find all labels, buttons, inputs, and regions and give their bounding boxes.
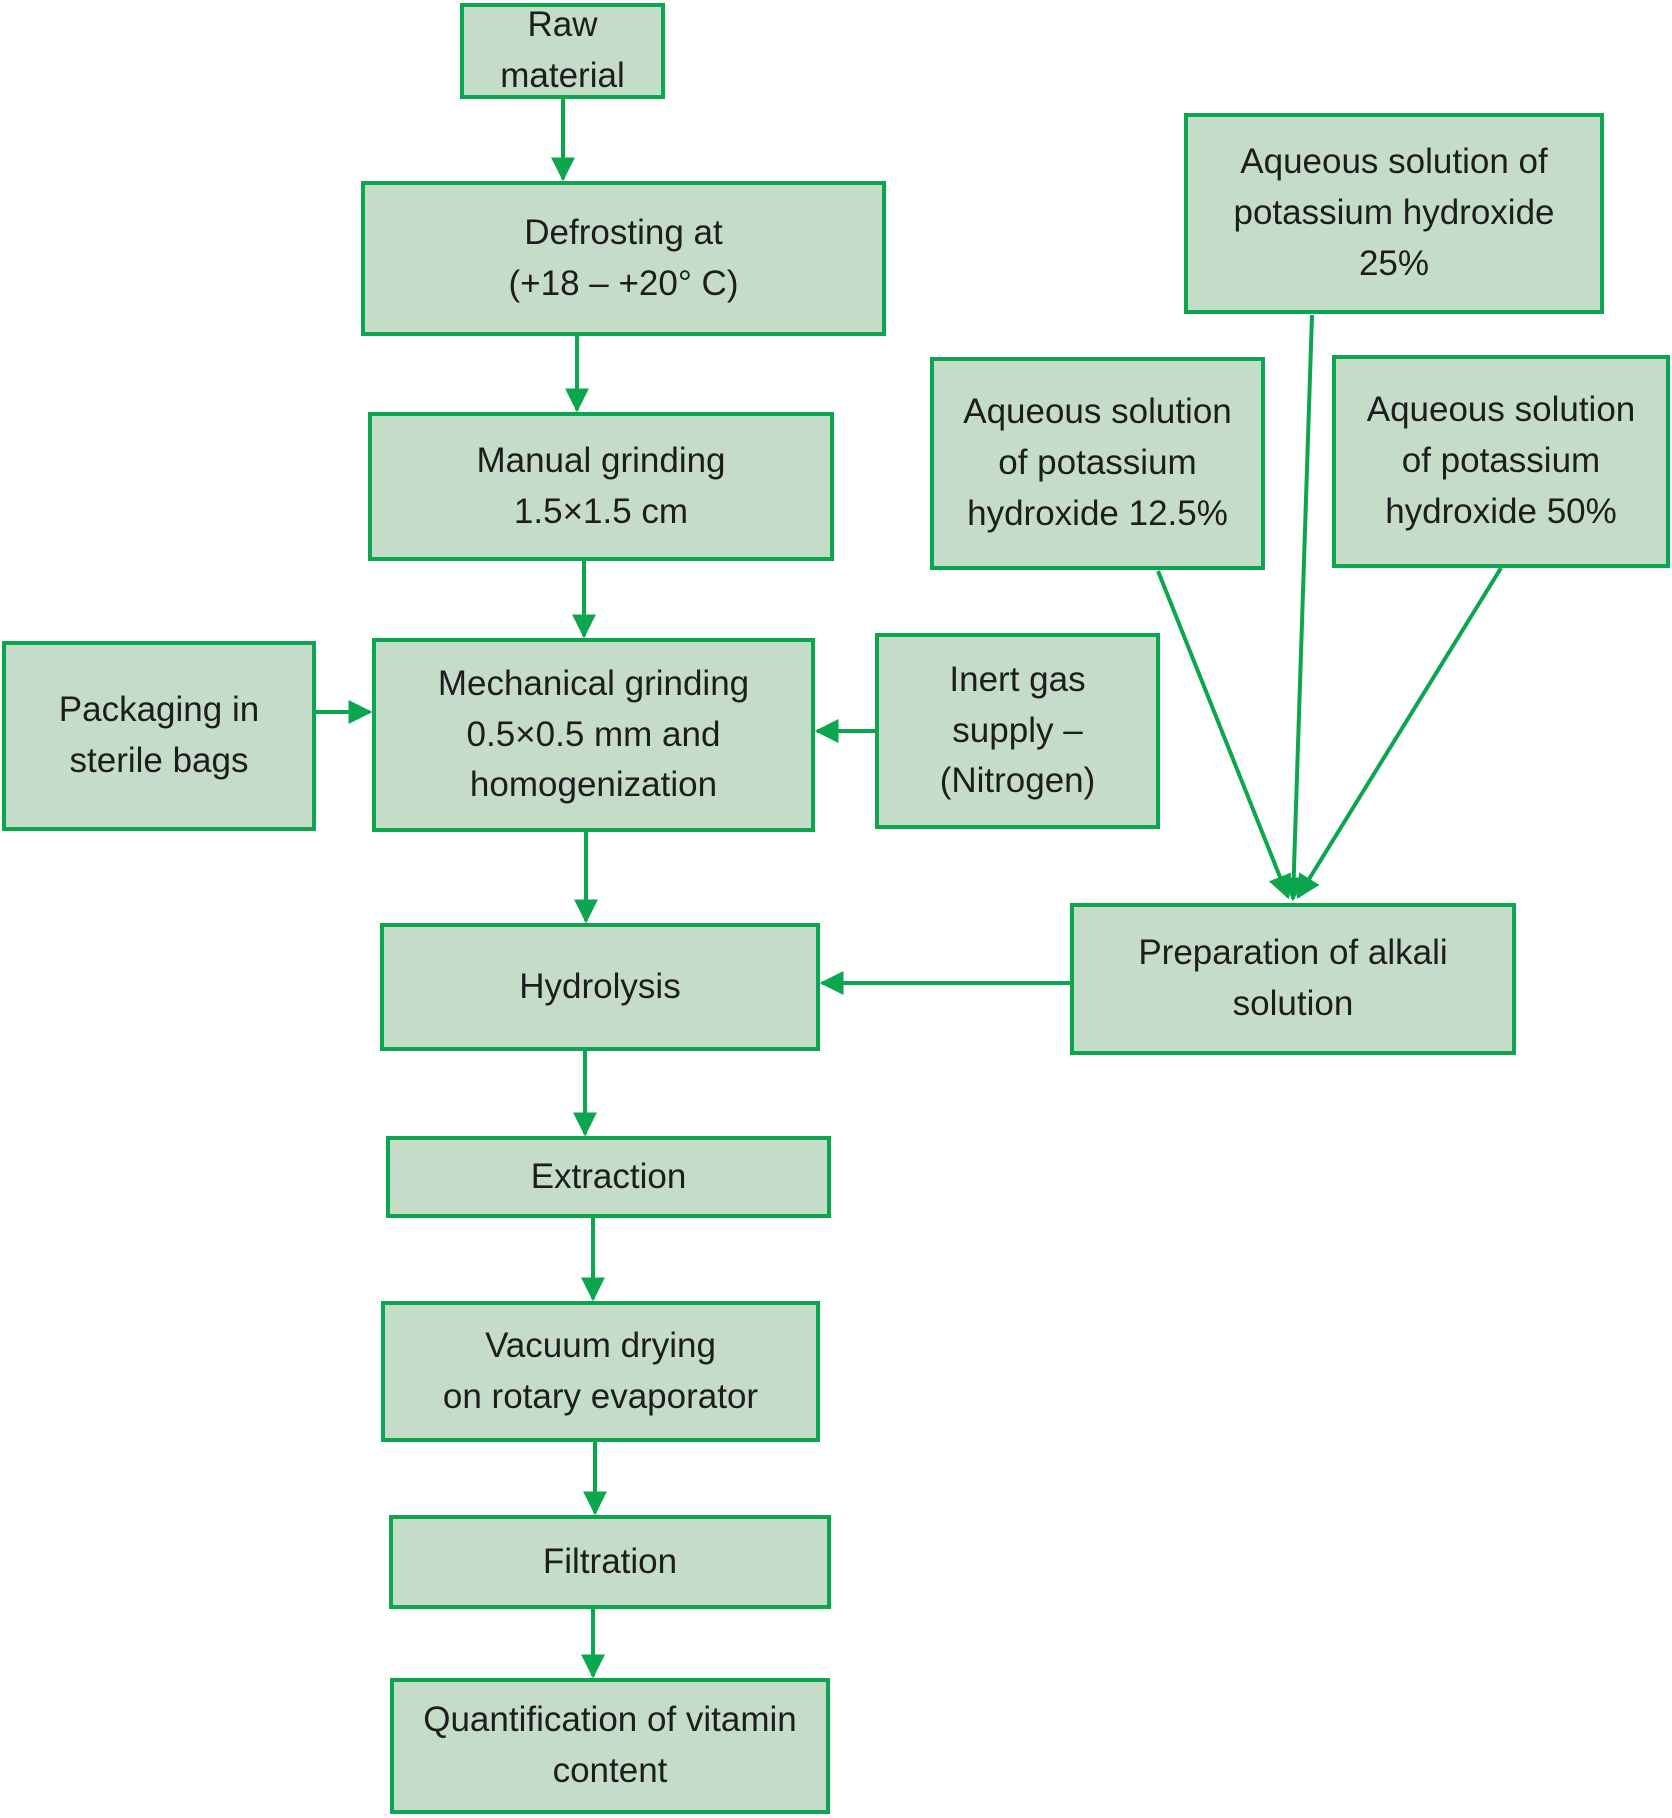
arrow-koh125-to-alkali	[1156, 570, 1292, 900]
node-preparation-alkali-solution: Preparation of alkali solution	[1070, 903, 1516, 1055]
node-defrosting: Defrosting at (+18 – +20° C)	[361, 181, 886, 336]
node-manual-grinding: Manual grinding 1.5×1.5 cm	[368, 412, 834, 561]
node-koh-solution-12-5: Aqueous solution of potassium hydroxide …	[930, 357, 1265, 570]
node-mechanical-grinding: Mechanical grinding 0.5×0.5 mm and homog…	[372, 638, 815, 832]
node-hydrolysis: Hydrolysis	[380, 923, 820, 1051]
node-koh-solution-25: Aqueous solution of potassium hydroxide …	[1184, 113, 1604, 314]
arrow-koh50-to-alkali	[1296, 566, 1503, 900]
node-koh-solution-50: Aqueous solution of potassium hydroxide …	[1332, 355, 1670, 568]
node-vacuum-drying: Vacuum drying on rotary evaporator	[381, 1301, 820, 1442]
node-quantification-vitamin-content: Quantification of vitamin content	[390, 1678, 830, 1814]
arrow-koh25-to-alkali	[1281, 314, 1314, 902]
node-filtration: Filtration	[389, 1515, 831, 1609]
node-packaging-sterile-bags: Packaging in sterile bags	[2, 641, 316, 831]
node-inert-gas-supply: Inert gas supply – (Nitrogen)	[875, 633, 1160, 829]
node-raw-material: Raw material	[460, 3, 665, 99]
node-extraction: Extraction	[386, 1136, 831, 1218]
